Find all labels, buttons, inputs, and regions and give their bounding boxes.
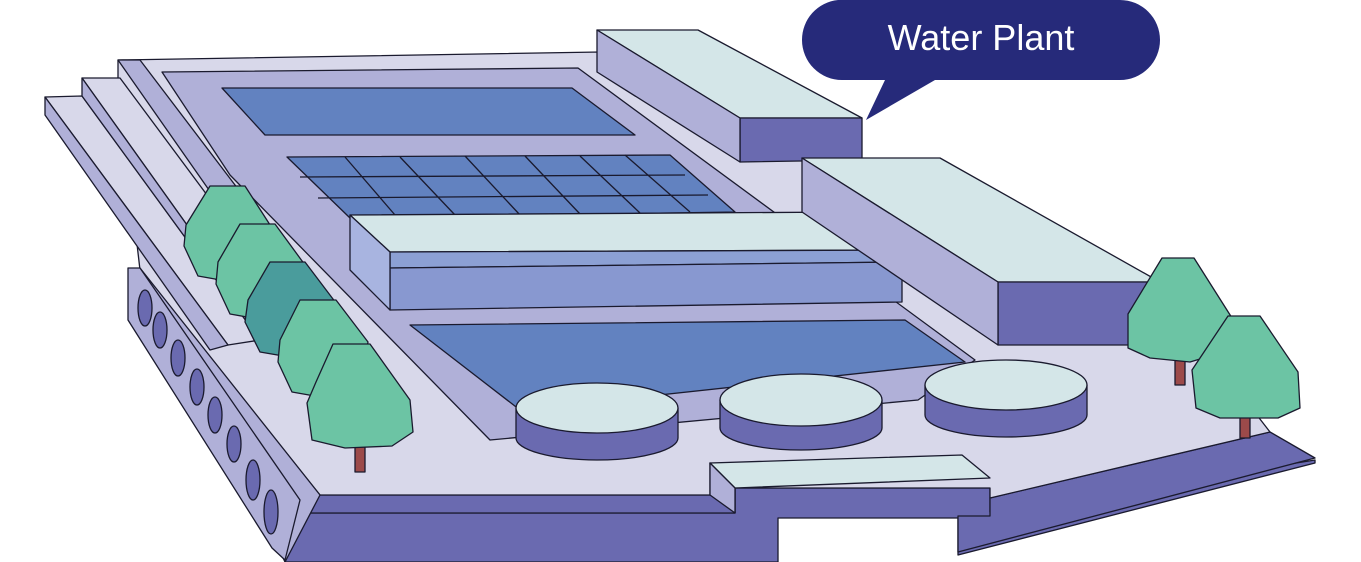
grid-line xyxy=(464,155,521,216)
tank-icon xyxy=(719,373,883,451)
arch-opening xyxy=(189,368,205,406)
tree-crown xyxy=(306,343,414,449)
arch-opening xyxy=(152,311,168,349)
arch-opening xyxy=(245,459,261,501)
basin-grid xyxy=(286,154,736,219)
tank-top xyxy=(719,373,883,427)
arch-opening xyxy=(226,425,242,463)
tree-icon xyxy=(1191,315,1301,439)
building-icon xyxy=(349,211,903,311)
tank-icon xyxy=(924,359,1088,438)
tank-top xyxy=(924,359,1088,411)
arch-opening xyxy=(207,396,223,434)
callout-bubble: Water Plant xyxy=(801,0,1160,120)
arch-opening xyxy=(263,489,279,535)
filter-basins xyxy=(286,154,736,219)
tree-crown xyxy=(1127,257,1233,363)
grid-line xyxy=(317,194,709,199)
callout-label: Water Plant xyxy=(888,17,1075,58)
tank-icon xyxy=(515,382,679,461)
grid-line xyxy=(299,174,686,178)
grid-line xyxy=(579,155,641,214)
tree-icon xyxy=(1127,257,1233,386)
tr-building-front xyxy=(739,117,863,163)
arch-opening xyxy=(137,289,153,327)
arched-walkway xyxy=(127,267,301,561)
tree-crown xyxy=(1191,315,1301,419)
mid-building-left xyxy=(349,214,391,311)
grid-line xyxy=(344,156,396,216)
pool-icon xyxy=(221,87,636,136)
callout-shape xyxy=(801,0,1160,120)
front-building-wall xyxy=(709,462,736,514)
mid-building-front xyxy=(389,261,903,311)
building-icon xyxy=(596,29,863,163)
arch-opening xyxy=(170,339,186,377)
tr-building-left xyxy=(596,29,741,163)
building-icon xyxy=(801,157,1161,346)
r-building-left xyxy=(801,157,999,346)
grid-line xyxy=(524,155,581,215)
tree-icon xyxy=(306,343,414,473)
tank-top xyxy=(515,382,679,434)
grid-line xyxy=(399,156,456,216)
terrace-1-edge xyxy=(44,96,229,351)
grid-line xyxy=(624,154,691,213)
building-icon xyxy=(709,454,991,514)
